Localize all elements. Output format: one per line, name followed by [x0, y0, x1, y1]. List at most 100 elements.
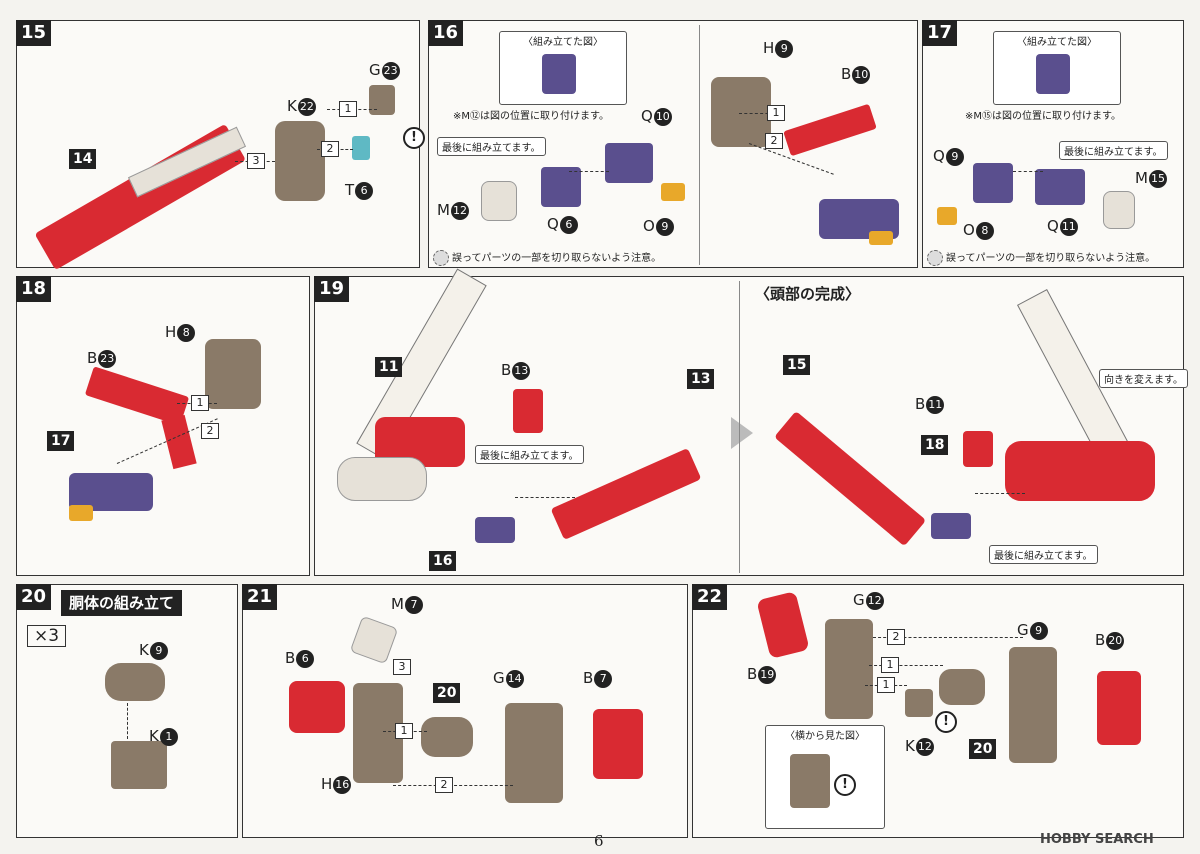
step-20-title: 胴体の組み立て [61, 590, 183, 616]
order-2: 2 [887, 629, 905, 645]
part-q10 [605, 143, 653, 183]
part-o9 [661, 183, 685, 201]
order-3: 3 [393, 659, 411, 675]
part-q9 [973, 163, 1013, 203]
part-14-tag: 14 [69, 149, 97, 169]
part-q11 [1035, 169, 1085, 205]
part-13-tag: 13 [687, 369, 715, 389]
warning-icon: ! [935, 711, 957, 733]
watermark: HOBBY SEARCH [1040, 832, 1154, 847]
order-2: 2 [201, 423, 219, 439]
order-1: 1 [767, 105, 785, 121]
part-k22 [275, 121, 325, 201]
part-k12 [905, 689, 933, 717]
part-h9 [711, 77, 771, 147]
order-1b: 1 [877, 677, 895, 693]
part-g9 [1009, 647, 1057, 763]
step-number: 22 [692, 584, 728, 610]
part-20 [939, 669, 985, 705]
part-16-tag: 16 [429, 551, 457, 571]
arrow-right-icon [731, 417, 753, 449]
part-g23 [369, 85, 395, 115]
warning-icon: ! [403, 127, 425, 149]
part-m15 [1103, 191, 1135, 229]
part-b10 [783, 103, 877, 157]
part-q6 [541, 167, 581, 207]
part-20-tag: 20 [433, 683, 461, 703]
part-15-tag: 15 [783, 355, 811, 375]
part-20-tag: 20 [969, 739, 997, 759]
part-b13 [513, 389, 543, 433]
order-3: 3 [247, 153, 265, 169]
callout-last: 最後に組み立てます。 [989, 545, 1098, 564]
assembled-view-box: 〈組み立てた図〉 [993, 31, 1121, 105]
part-18-tag: 18 [921, 435, 949, 455]
part-b19 [756, 591, 810, 659]
part-k1 [111, 741, 167, 789]
page-number: 6 [594, 832, 604, 850]
note-m15: ※M⑮は図の位置に取り付けます。 [965, 111, 1122, 122]
part-b6 [289, 681, 345, 733]
note-m12: ※M⑫は図の位置に取り付けます。 [453, 111, 610, 122]
part-17-assembly [69, 473, 153, 511]
part-20 [421, 717, 473, 757]
part-11-tag: 11 [375, 357, 403, 377]
part-g12 [825, 619, 873, 719]
part-g14 [505, 703, 563, 803]
step-number: 15 [16, 20, 52, 46]
step-16-panel: 16 〈組み立てた図〉 ※M⑫は図の位置に取り付けます。 最後に組み立てます。 … [428, 20, 918, 268]
cut-caution: 誤ってパーツの一部を切り取らないよう注意。 [433, 249, 661, 266]
head-assembled [1005, 441, 1155, 501]
part-o8 [937, 207, 957, 225]
part-m12 [481, 181, 517, 221]
side-view-box: 〈横から見た図〉 ! [765, 725, 885, 829]
callout-last: 最後に組み立てます。 [1059, 141, 1168, 160]
part-k9 [105, 663, 165, 701]
part-b11 [963, 431, 993, 467]
warning-icon: ! [834, 774, 856, 796]
part-15-arm [774, 410, 927, 547]
cut-caution-icon [433, 250, 449, 266]
part-h8 [205, 339, 261, 409]
order-1: 1 [395, 723, 413, 739]
head-visor [337, 457, 427, 501]
callout-last: 最後に組み立てます。 [437, 137, 546, 156]
part-17-tag: 17 [47, 431, 75, 451]
order-2: 2 [321, 141, 339, 157]
assembled-view-box: 〈組み立てた図〉 [499, 31, 627, 105]
order-2: 2 [435, 777, 453, 793]
order-1: 1 [339, 101, 357, 117]
step-number: 17 [922, 20, 958, 46]
multiplier-box: ×3 [27, 625, 67, 647]
part-t6 [352, 136, 370, 160]
head-complete-title: 〈頭部の完成〉 [755, 285, 861, 303]
